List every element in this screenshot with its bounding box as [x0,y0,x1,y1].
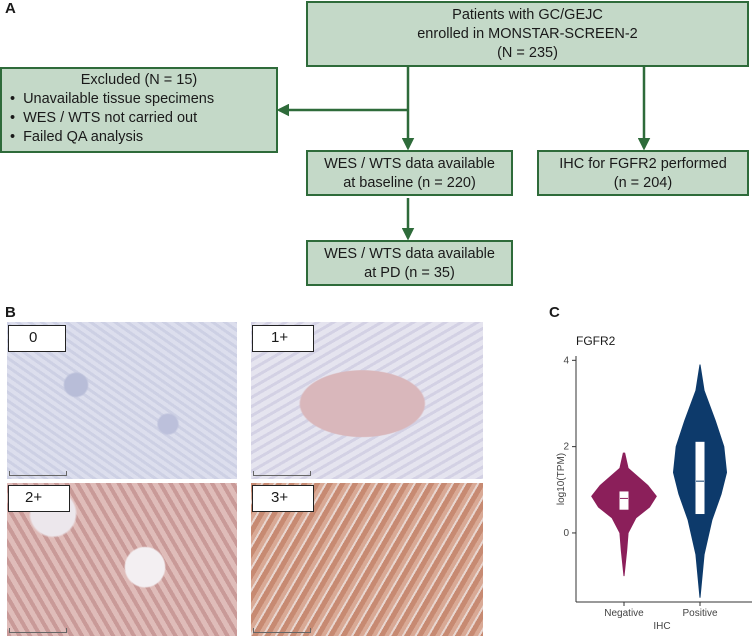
ihc-score-label: 3+ [252,485,314,512]
patients-line1: Patients with GC/GEJC [308,6,747,25]
x-tick-label: Negative [604,608,644,619]
violin-title: FGFR2 [576,334,615,348]
violin-negative [592,453,657,576]
panel-label-b: B [5,304,16,321]
baseline-box: WES / WTS data available at baseline (n … [306,150,513,196]
scale-bar [253,471,311,476]
y-axis-label: log10(TPM) [556,453,567,505]
excluded-item: Failed QA analysis [10,128,276,147]
scale-bar [9,628,67,633]
ihc-box: IHC for FGFR2 performed (n = 204) [537,150,749,196]
box-negative [620,492,628,509]
baseline-line2: at baseline (n = 220) [308,174,511,193]
panel-label-c: C [549,304,560,321]
patients-line3: (N = 235) [308,44,747,63]
ihc-score-label: 1+ [252,325,314,352]
excluded-list: Unavailable tissue specimens WES / WTS n… [2,90,276,147]
excluded-item: Unavailable tissue specimens [10,90,276,109]
y-tick-label: 0 [563,528,569,539]
ihc-line1: IHC for FGFR2 performed [539,155,747,174]
scale-bar [9,471,67,476]
y-tick-label: 4 [563,355,569,366]
pd-line2: at PD (n = 35) [308,264,511,283]
scale-bar [253,628,311,633]
box-positive [696,442,704,513]
excluded-item: WES / WTS not carried out [10,109,276,128]
patients-box: Patients with GC/GEJC enrolled in MONSTA… [306,1,749,67]
x-tick-label: Positive [682,608,717,619]
patients-line2: enrolled in MONSTAR-SCREEN-2 [308,25,747,44]
ihc-score-label: 2+ [8,485,70,512]
excluded-box: Excluded (N = 15) Unavailable tissue spe… [0,67,278,153]
x-axis-label: IHC [653,621,670,632]
ihc-line2: (n = 204) [539,174,747,193]
excluded-title: Excluded (N = 15) [2,71,276,90]
pd-box: WES / WTS data available at PD (n = 35) [306,240,513,286]
pd-line1: WES / WTS data available [308,245,511,264]
y-tick-label: 2 [563,442,569,453]
ihc-score-label: 0 [8,325,66,352]
baseline-line1: WES / WTS data available [308,155,511,174]
